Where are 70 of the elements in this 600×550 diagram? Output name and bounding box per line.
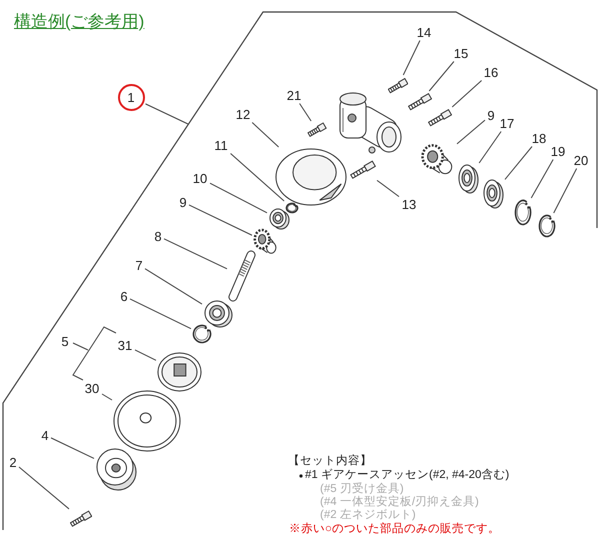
note-heading: 【セット内容】 [288,455,372,468]
leader-line [252,122,280,148]
bearing-drawing [268,208,290,230]
note-text: (#2 左ネジボルト) [320,509,416,522]
leader-line [376,180,400,198]
ring-drawing [514,199,532,226]
callout-number: 5 [60,334,70,348]
plate-drawing [113,390,181,452]
leader-line [428,61,454,92]
bearing-drawing [203,300,233,328]
note-text: (#4 一体型安定板/刃抑え金具) [320,496,479,508]
callout-number: 4 [40,428,50,442]
callout-number: 21 [285,88,303,102]
ring-drawing [285,202,299,214]
callout-number: 20 [572,152,590,168]
shaft-drawing [228,250,256,302]
warning-text: ※赤い○のついた部品のみの販売です。 [289,523,500,536]
leader-line [299,103,312,122]
ring-drawing [192,324,212,344]
leader-line [130,298,192,330]
gear-drawing [253,228,279,256]
callout-number: 7 [134,258,144,272]
callout-number: 16 [482,64,500,80]
bolt-drawing [307,122,327,138]
leader-line [145,103,188,124]
callout-number: 30 [83,380,101,396]
note-text: #1 ギアケースアッセン(#2, #4-20含む) [305,469,510,482]
leader-line [144,268,202,305]
leader-line [210,182,268,214]
callout-number: 9 [486,108,496,122]
callout-number: 13 [400,196,418,212]
cover-drawing [275,148,347,206]
bearing-drawing [457,164,479,194]
title: 構造例(ご参考用) [14,11,144,32]
leader-line [164,238,228,270]
leader-line [452,80,482,108]
bearing-drawing [482,179,504,209]
leader-line [553,168,578,214]
leader-line [456,120,486,144]
circled-callout-number: 1 [118,84,144,110]
leader-line [102,394,112,400]
callout-number: 31 [116,338,134,352]
callout-number: 12 [234,106,252,122]
callout-number: 2 [8,454,18,470]
leader-line [402,40,420,76]
leader-line [188,204,252,236]
leader-line [530,159,554,198]
leader-line [478,131,502,164]
leader-line [50,437,94,459]
holder-drawing [157,352,202,392]
callout-number: 8 [153,228,163,244]
callout-number: 11 [212,138,230,152]
note-text: (#5 刃受け金具) [320,483,404,496]
callout-number: 14 [415,24,433,40]
cup-drawing [95,447,137,491]
bolt-drawing [388,76,408,96]
callout-number: 15 [452,46,470,60]
leader-line [504,146,533,180]
bolt-drawing [428,108,452,128]
bolt-drawing [408,92,432,112]
callout-number: 6 [119,288,129,304]
callout-number: 19 [549,144,567,158]
leader-line [230,153,285,202]
leader-line [134,349,156,361]
leader-line [18,466,70,510]
callout-number: 17 [498,116,516,130]
ring-drawing [538,214,556,238]
callout-number: 10 [191,170,209,186]
callout-number: 9 [178,194,188,210]
callout-number: 18 [530,130,548,146]
